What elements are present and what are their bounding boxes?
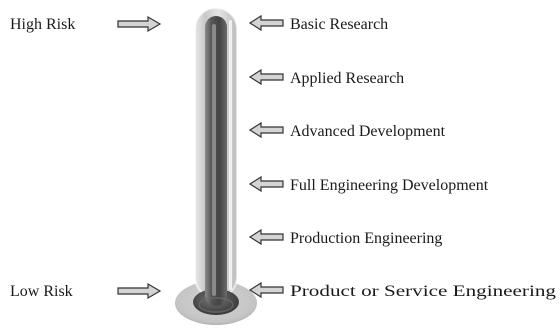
stage-arrow-icon (248, 175, 284, 193)
stage-arrow-icon (248, 14, 284, 32)
stage-label-full-engineering-development: Full Engineering Development (290, 177, 489, 194)
stage-label-advanced-development: Advanced Development (290, 123, 446, 140)
high-risk-arrow-icon (117, 15, 162, 33)
stage-arrow-icon (248, 281, 284, 299)
stage-label-applied-research: Applied Research (290, 70, 404, 87)
stage-label-basic-research: Basic Research (290, 16, 388, 33)
stage-arrow-icon (248, 68, 284, 86)
stage-arrow-icon (248, 228, 284, 246)
stage-label-product-or-service-engineering: Product or Service Engineering (290, 283, 556, 300)
stage-arrow-icon (248, 121, 284, 139)
stage-label-production-engineering: Production Engineering (290, 230, 442, 247)
high-risk-label: High Risk (10, 16, 75, 33)
thermometer-icon (175, 7, 257, 325)
low-risk-label: Low Risk (10, 283, 73, 300)
low-risk-arrow-icon (117, 282, 162, 300)
